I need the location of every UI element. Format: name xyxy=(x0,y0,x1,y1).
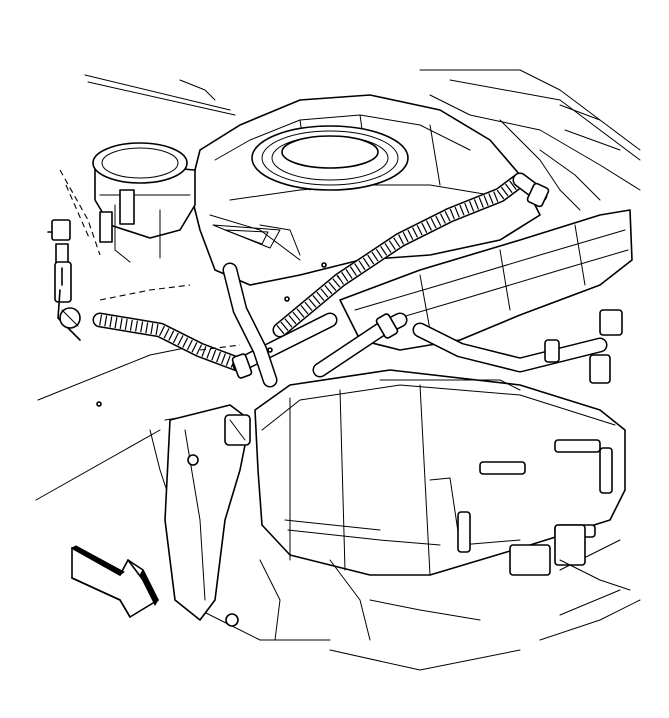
throttle-body xyxy=(92,142,196,263)
canister-bracket xyxy=(96,262,441,641)
cover-vents xyxy=(212,224,281,249)
hose-clamps xyxy=(231,182,623,384)
fittings xyxy=(224,414,631,591)
oil-filler-cap xyxy=(251,125,409,191)
sensor-connector xyxy=(47,169,101,341)
direction-arrow-icon xyxy=(70,545,159,618)
fuel-rail xyxy=(339,209,633,351)
